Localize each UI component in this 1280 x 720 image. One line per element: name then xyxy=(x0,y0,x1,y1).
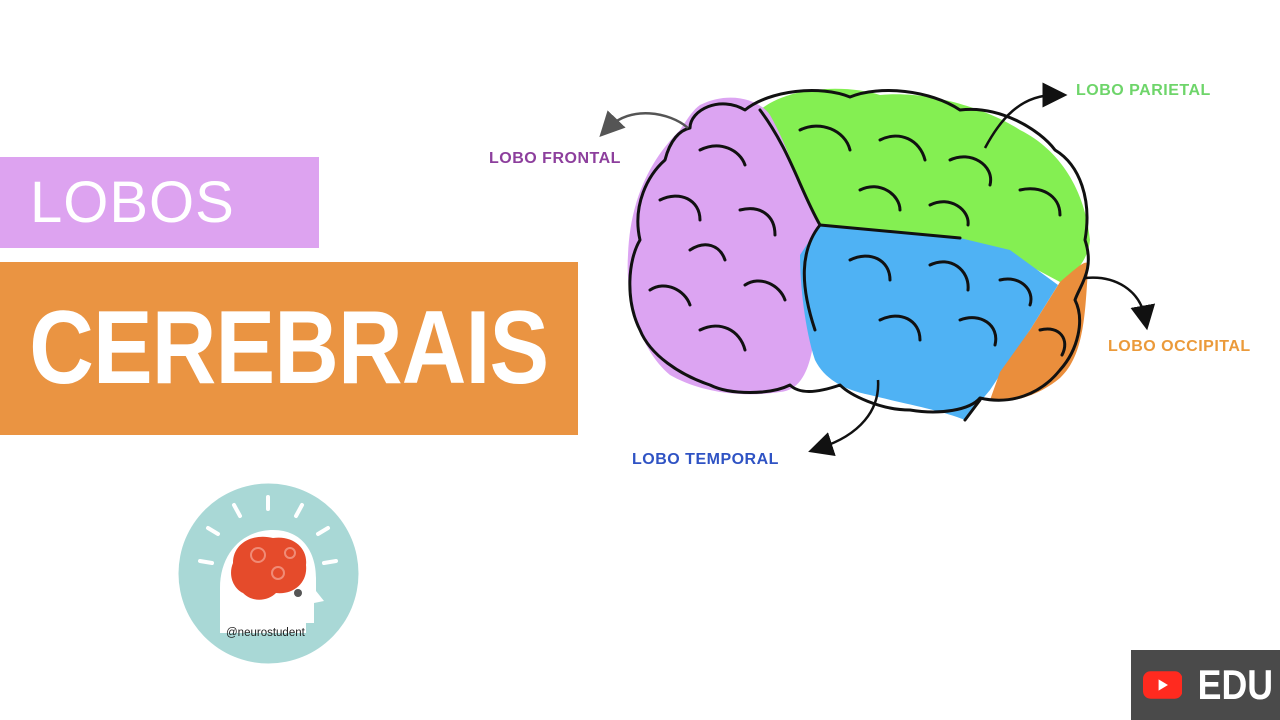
youtube-edu-badge: EDU xyxy=(1131,650,1280,720)
label-frontal: LOBO FRONTAL xyxy=(489,150,621,167)
parietal-arrow xyxy=(983,82,1068,149)
occipital-arrow xyxy=(1084,276,1156,331)
label-parietal: LOBO PARIETAL xyxy=(1076,82,1211,99)
temporal-lobe xyxy=(800,225,1058,420)
frontal-arrow xyxy=(599,110,689,138)
temporal-arrow xyxy=(808,379,880,457)
label-occipital: LOBO OCCIPITAL xyxy=(1108,338,1251,355)
title-line2-banner: CEREBRAIS xyxy=(0,262,578,435)
frontal-lobe xyxy=(627,97,820,395)
logo-handle: @neurostudent xyxy=(226,627,305,639)
badge-text: EDU xyxy=(1197,661,1274,708)
neurostudent-logo xyxy=(178,483,359,664)
title-line2: CEREBRAIS xyxy=(29,290,549,406)
title-line1: LOBOS xyxy=(30,170,235,235)
label-temporal: LOBO TEMPORAL xyxy=(632,451,779,468)
title-line1-banner: LOBOS xyxy=(0,157,319,248)
youtube-play-icon xyxy=(1143,671,1183,699)
